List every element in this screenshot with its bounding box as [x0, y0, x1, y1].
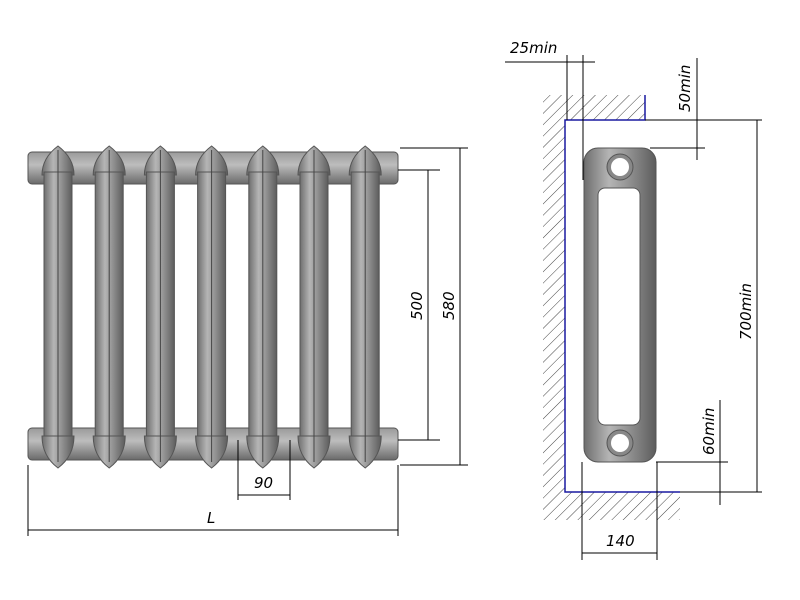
dimension-wall-gap: 25min	[505, 39, 595, 180]
radiator-section	[41, 145, 75, 469]
dimension-label-700min: 700min	[737, 283, 755, 340]
dimension-label-90: 90	[254, 474, 273, 492]
dimension-label-L: L	[207, 509, 215, 527]
dimension-center-distance: 500	[398, 169, 440, 441]
radiator-section	[348, 145, 382, 469]
dimension-depth: 140	[581, 462, 658, 560]
radiator-section	[92, 145, 126, 469]
dimension-label-50min: 50min	[676, 65, 694, 112]
dimension-section-pitch: 90	[237, 440, 291, 500]
dimension-floor-gap: 60min	[656, 400, 728, 505]
dimension-label-25min: 25min	[510, 39, 557, 57]
dimension-label-60min: 60min	[700, 408, 718, 455]
radiator-section	[246, 145, 280, 469]
radiator-section	[143, 145, 177, 469]
dimension-install-height: 700min	[645, 119, 762, 493]
radiator-front-view	[27, 145, 399, 469]
dimension-height: 580	[400, 147, 468, 466]
radiator-section	[195, 145, 229, 469]
dimension-label-140: 140	[606, 532, 635, 550]
dimension-label-580: 580	[440, 291, 458, 320]
radiator-section	[297, 145, 331, 469]
wall-hatch	[543, 95, 680, 520]
dimension-length: L	[27, 465, 399, 536]
dimension-top-gap: 50min	[650, 58, 705, 160]
radiator-side-view	[583, 147, 657, 463]
dimension-label-500: 500	[408, 291, 426, 320]
